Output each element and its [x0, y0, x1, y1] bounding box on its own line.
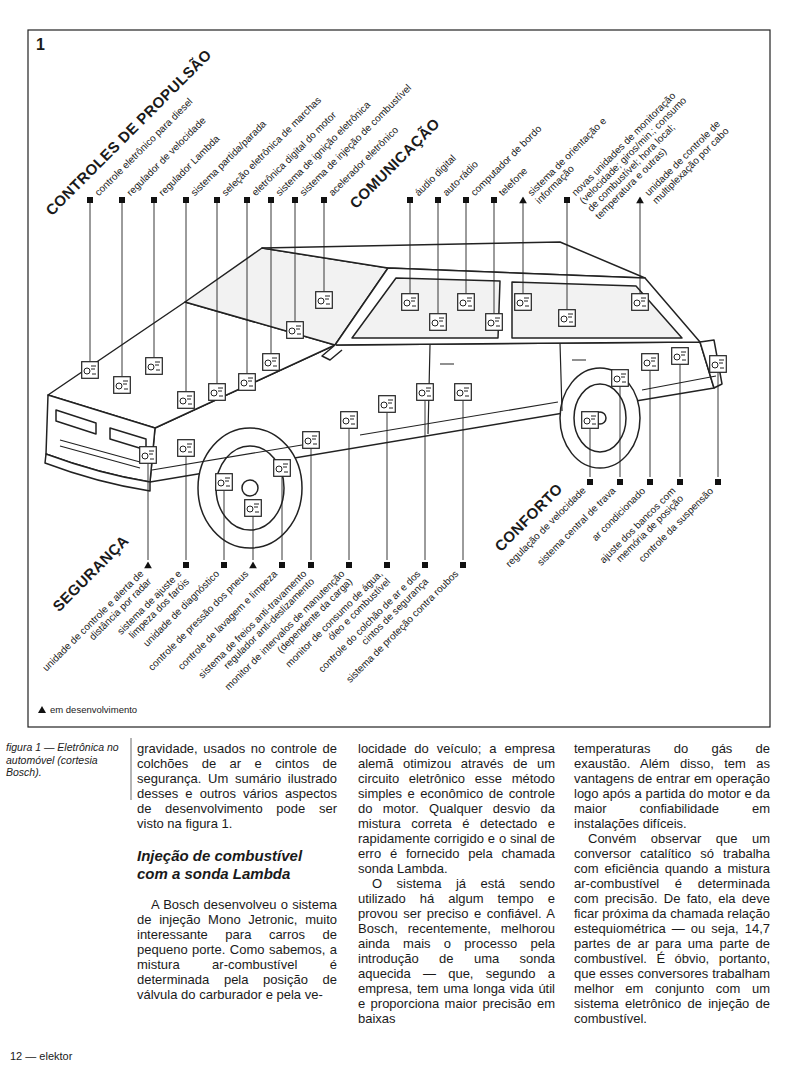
car-skirt — [152, 376, 716, 470]
function-icon — [140, 447, 157, 464]
item-marker — [564, 197, 570, 203]
item-marker — [587, 479, 593, 485]
figure-caption: figura 1 — Eletrônica no automóvel (cort… — [6, 741, 124, 779]
development-marker — [519, 197, 527, 204]
car-wheel — [216, 446, 284, 530]
door-handles — [440, 360, 586, 364]
function-icon — [458, 294, 475, 311]
function-icon — [379, 396, 396, 413]
car-window — [512, 282, 682, 338]
figure-frame — [28, 30, 770, 727]
function-icon — [82, 362, 99, 379]
body-text: A Bosch desenvolveu o sistema de injeção… — [137, 897, 337, 1002]
function-icon — [316, 292, 333, 309]
body-text: locidade do veículo; a empresa alemã oti… — [358, 741, 555, 876]
car-headlight — [56, 410, 96, 434]
car-bumper — [45, 454, 150, 491]
function-icon — [559, 310, 576, 327]
function-icon — [216, 474, 233, 491]
item-marker — [647, 479, 653, 485]
item-marker — [279, 562, 285, 568]
development-marker — [144, 562, 152, 569]
item-marker — [119, 197, 125, 203]
function-icon — [114, 377, 131, 394]
function-icon — [239, 374, 256, 391]
item-marker — [715, 479, 721, 485]
leader-lines — [90, 203, 718, 560]
item-marker — [460, 562, 466, 568]
car-greenhouse — [335, 268, 700, 345]
item-label: áudio digital — [406, 152, 458, 204]
car-grille — [60, 440, 140, 468]
item-marker — [463, 197, 469, 203]
function-icon — [515, 294, 532, 311]
item-marker — [308, 562, 314, 568]
item-marker — [321, 197, 327, 203]
function-icon — [209, 384, 226, 401]
markers — [87, 197, 721, 569]
legend-symbol — [38, 706, 46, 713]
item-marker — [183, 197, 189, 203]
item-marker — [87, 197, 93, 203]
car-details — [60, 343, 716, 470]
item-marker — [346, 562, 352, 568]
item-marker — [268, 197, 274, 203]
function-icon — [417, 384, 434, 401]
car-wheel — [574, 384, 626, 452]
function-icons — [82, 292, 727, 517]
item-marker — [422, 562, 428, 568]
door-lines — [428, 343, 562, 434]
function-icon — [455, 384, 472, 401]
function-icon — [178, 392, 195, 409]
car-mirror — [322, 345, 342, 360]
function-icon — [486, 314, 503, 331]
body-text: O sistema já está sendo utilizado há alg… — [358, 876, 555, 1026]
caption-rule — [131, 738, 132, 800]
development-marker — [249, 562, 257, 569]
function-icon — [274, 460, 291, 477]
function-icon — [632, 294, 649, 311]
development-marker — [636, 197, 644, 204]
body-text: gravidade, usados no controle de colchõe… — [137, 741, 337, 831]
function-icon — [582, 412, 599, 429]
item-marker — [407, 197, 413, 203]
function-icon — [263, 354, 280, 371]
legend-text: em desenvolvimento — [50, 704, 137, 715]
item-marker — [151, 197, 157, 203]
item-marker — [491, 197, 497, 203]
item-marker — [214, 197, 220, 203]
car-wheel — [560, 368, 640, 468]
function-icon — [430, 314, 447, 331]
car-wheel — [198, 428, 302, 548]
item-marker — [384, 562, 390, 568]
function-icon — [245, 500, 262, 517]
function-icon — [402, 294, 419, 311]
body-text: temperaturas do gás de exaustão. Além di… — [574, 741, 770, 831]
item-marker — [677, 479, 683, 485]
function-icon — [642, 354, 659, 371]
body-text: Convém observar que um conversor catalít… — [574, 831, 770, 1026]
function-icon — [287, 322, 304, 339]
car-hub — [242, 480, 258, 496]
function-icon — [612, 370, 629, 387]
item-marker — [183, 562, 189, 568]
function-icon — [303, 432, 320, 449]
page-footer: 12 — elektor — [10, 1050, 72, 1063]
function-icon — [146, 358, 163, 375]
item-marker — [244, 197, 250, 203]
car-window — [352, 278, 500, 338]
figure-number: 1 — [36, 36, 45, 54]
function-icon — [710, 356, 727, 373]
item-marker — [435, 197, 441, 203]
function-icon — [672, 348, 689, 365]
section-heading: Injeção de combustível com a sonda Lambd… — [137, 847, 337, 883]
item-marker — [292, 197, 298, 203]
item-marker — [617, 479, 623, 485]
item-marker — [221, 562, 227, 568]
function-icon — [341, 412, 358, 429]
function-icon — [178, 440, 195, 457]
